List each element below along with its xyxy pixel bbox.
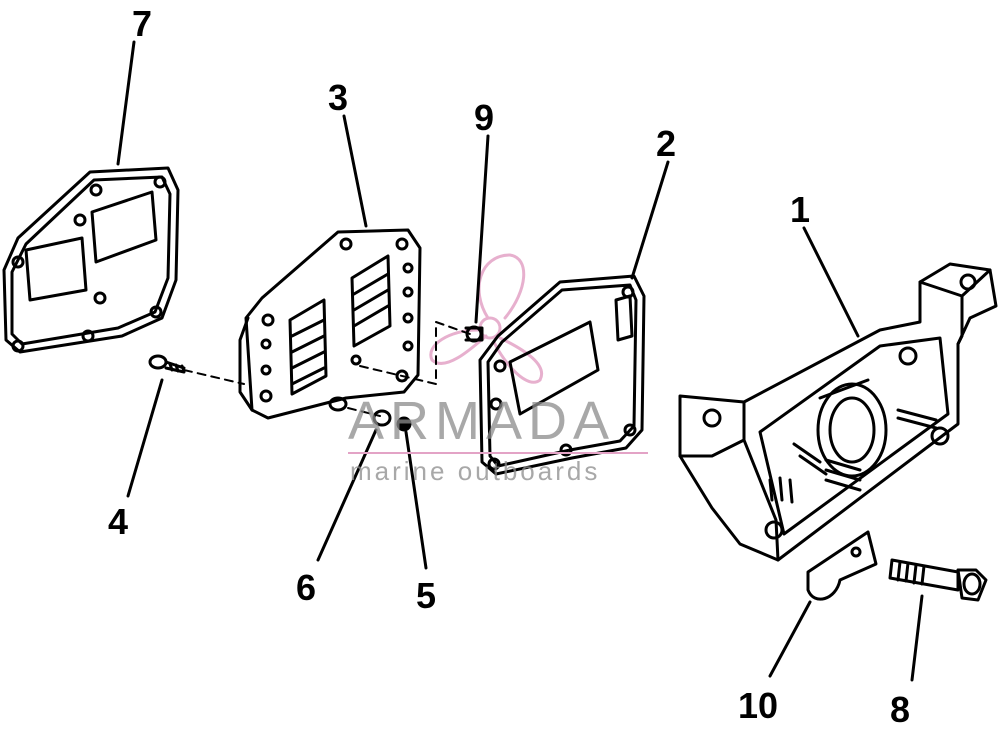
part-4-screw — [148, 354, 186, 374]
part-2-gasket — [478, 274, 646, 476]
part-5-nut — [396, 416, 412, 432]
callout-7: 7 — [132, 3, 153, 44]
watermark-brand: ARMADA — [348, 391, 616, 451]
callout-2: 2 — [656, 123, 677, 164]
watermark-propeller-icon — [429, 253, 544, 384]
alignment-lines — [183, 321, 471, 417]
part-3-reed-plate — [238, 228, 422, 420]
watermark-tagline: marine outboards — [350, 456, 601, 486]
part-1-manifold — [678, 262, 998, 562]
callout-10: 10 — [738, 685, 779, 726]
part-10-clip — [806, 530, 878, 601]
callout-9: 9 — [474, 97, 495, 138]
callout-6: 6 — [296, 567, 317, 608]
leader-lines — [116, 40, 924, 682]
callout-8: 8 — [890, 689, 911, 730]
callout-3: 3 — [328, 77, 349, 118]
part-7-gasket — [2, 166, 180, 354]
callout-5: 5 — [416, 575, 437, 616]
watermark-rule — [348, 452, 648, 454]
part-6-dowel — [372, 409, 392, 427]
part-8-bolt — [888, 558, 988, 602]
callout-4: 4 — [108, 501, 129, 542]
callout-1: 1 — [790, 189, 811, 230]
